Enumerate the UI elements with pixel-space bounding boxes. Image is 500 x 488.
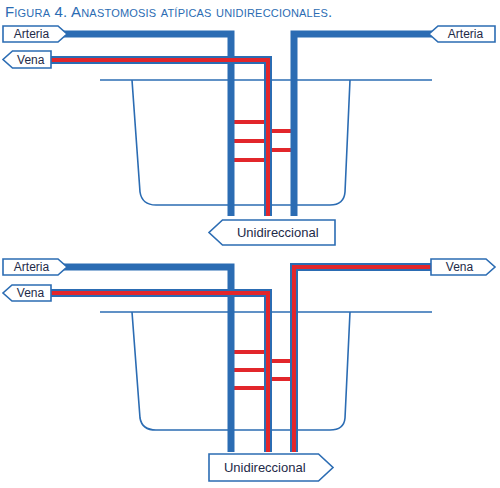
arrow-shape [3, 26, 67, 42]
direction-arrow-box: Arteria [428, 25, 496, 43]
direction-arrow-box: Vena [2, 50, 52, 69]
arrow-label: Vena [17, 53, 44, 67]
arrow-shape [3, 51, 51, 68]
arrow-shape [429, 26, 495, 42]
anastomosis-rungs [231, 122, 294, 388]
vein-vessel [50, 60, 432, 452]
artery-vessel [55, 34, 432, 452]
arrow-label: Arteria [14, 260, 49, 274]
arrow-shape [209, 454, 333, 481]
arrow-shape [3, 259, 67, 275]
arrow-label: Unidireccional [224, 460, 306, 475]
direction-arrow-box: Vena [430, 258, 496, 276]
direction-arrow-box: Vena [2, 284, 52, 302]
arrow-shape [431, 259, 495, 275]
arrow-shape [3, 285, 51, 301]
direction-arrow-box: Unidireccional [208, 219, 336, 246]
arrow-label: Vena [446, 260, 473, 274]
direction-arrow-box: Unidireccional [208, 453, 334, 482]
figure-title: Figura 4. Anastomosis atípicas unidirecc… [5, 3, 332, 20]
arrow-label: Arteria [14, 27, 49, 41]
arrow-label: Arteria [448, 27, 483, 41]
direction-arrow-box: Arteria [2, 25, 68, 43]
arrow-shape [209, 220, 335, 245]
arrow-label: Unidireccional [237, 225, 319, 240]
arrow-label: Vena [17, 286, 44, 300]
direction-arrow-box: Arteria [2, 258, 68, 276]
